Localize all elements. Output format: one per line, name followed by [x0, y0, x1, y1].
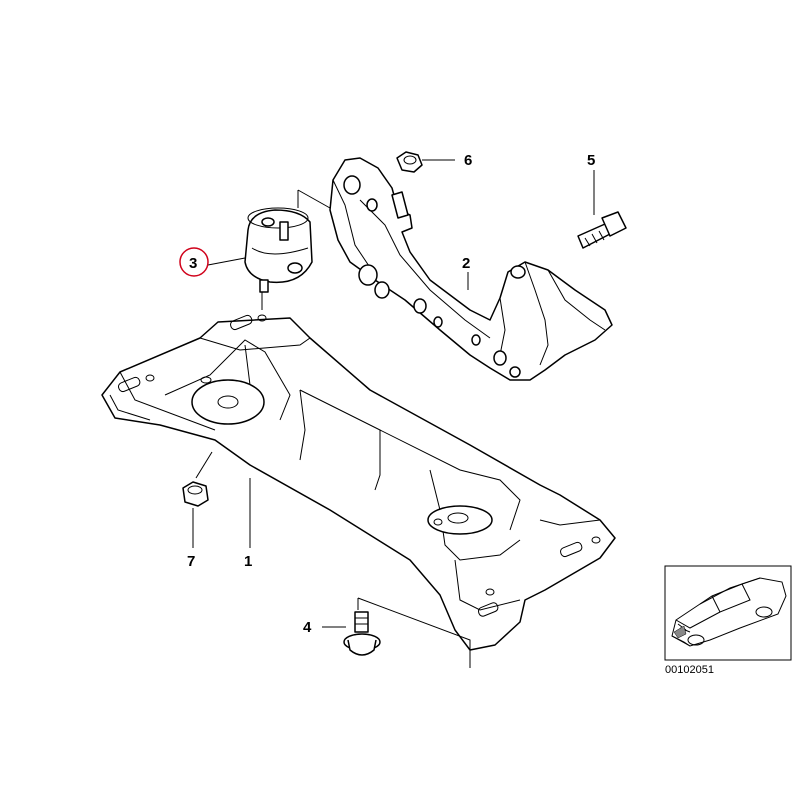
thumbnail-code: 00102051 — [665, 664, 714, 676]
crossmember-part-1 — [101, 314, 616, 651]
rubber-mount-part-3 — [244, 207, 313, 310]
callout-6[interactable]: 6 — [464, 152, 472, 169]
callout-2[interactable]: 2 — [462, 255, 470, 272]
bolt-part-5 — [577, 211, 627, 249]
callout-3-highlight-ring — [179, 247, 209, 277]
callout-7[interactable]: 7 — [187, 553, 195, 570]
bracket-part-2 — [329, 157, 613, 381]
callout-1[interactable]: 1 — [244, 553, 252, 570]
callout-4[interactable]: 4 — [303, 619, 312, 636]
leader-lines — [192, 159, 595, 668]
stud-bolt-part-4 — [343, 611, 381, 656]
vehicle-thumbnail[interactable]: 00102051 — [664, 565, 792, 676]
car-thumbnail-icon — [671, 577, 787, 647]
callout-5[interactable]: 5 — [587, 152, 595, 169]
callouts: 1 2 3 4 5 6 7 — [179, 152, 595, 636]
nut-part-7 — [182, 481, 209, 507]
nut-part-6 — [396, 151, 423, 173]
callout-3[interactable]: 3 — [189, 255, 197, 272]
